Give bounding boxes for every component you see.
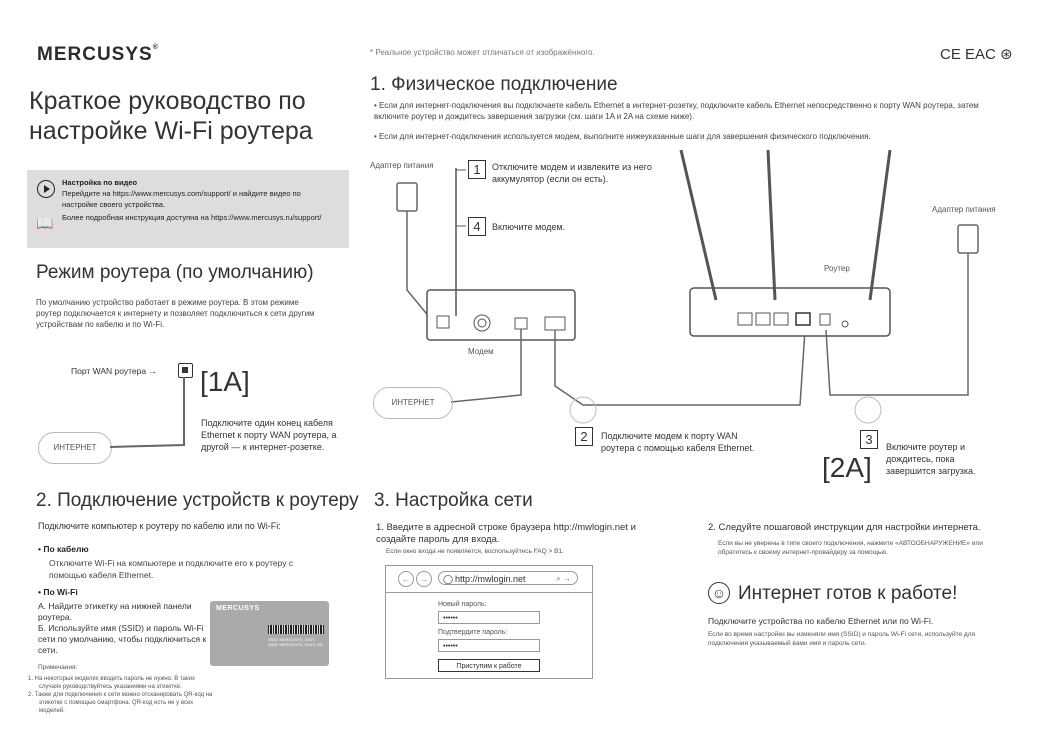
- router-device: [689, 287, 891, 337]
- connect-devices-heading: 2. Подключение устройств к роутеру: [36, 490, 359, 511]
- step-4-text: Включите модем.: [492, 222, 566, 232]
- notes-heading: Примечания:: [38, 664, 78, 671]
- go-icon: ⌕ →: [556, 574, 571, 583]
- globe-icon: ◯: [443, 574, 454, 584]
- internet-ready-text: Подключите устройства по кабелю Ethernet…: [708, 616, 934, 626]
- network-step-2-sub: Если вы не уверены в типе своего подключ…: [718, 540, 983, 556]
- wan-port-icon: [178, 363, 193, 378]
- step-1-number: 1: [468, 160, 486, 179]
- router-mode-heading: Режим роутера (по умолчанию): [36, 262, 314, 283]
- router-mode-text: По умолчанию устройство работает в режим…: [36, 298, 315, 329]
- forward-icon: →: [416, 571, 432, 587]
- smile-icon: ☺: [708, 582, 730, 604]
- page-title: Краткое руководство по настройке Wi-Fi р…: [29, 87, 313, 145]
- browser-mockup: ← → ◯ http://mwlogin.net ⌕ → Новый парол…: [385, 565, 593, 679]
- step-3-text: Включите роутер и дождитесь, пока заверш…: [886, 442, 976, 476]
- connect-intro: Подключите компьютер к роутеру по кабелю…: [38, 521, 281, 531]
- internet-cloud-icon: ИНТЕРНЕТ: [38, 432, 112, 464]
- router-label: Роутер: [824, 264, 850, 273]
- back-icon: ←: [398, 571, 414, 587]
- step-1a-label: [1A]: [200, 366, 250, 397]
- step-1a-text: Подключите один конец кабеля Ethernet к …: [201, 418, 337, 452]
- confirm-password-field[interactable]: ••••••: [438, 639, 540, 652]
- video-heading: Настройка по видео: [62, 178, 138, 187]
- step-2-number: 2: [575, 427, 593, 446]
- new-password-label: Новый пароль:: [438, 601, 487, 608]
- wifi-instructions: А. Найдите этикетку на нижней панели роу…: [38, 601, 207, 655]
- step-4-number: 4: [468, 217, 486, 236]
- cable-text: Отключите Wi-Fi на компьютере и подключи…: [49, 558, 294, 580]
- step-1-text: Отключите модем и извлеките из него акку…: [492, 162, 652, 184]
- physical-bullet-2: • Если для интернет-подключения использу…: [374, 132, 871, 141]
- video-info-box: [27, 170, 349, 248]
- new-password-field[interactable]: ••••••: [438, 611, 540, 624]
- certification-marks: CE EAC ⊛: [940, 46, 1013, 63]
- notes-list: 1. На некоторых моделях вводить пароль н…: [28, 676, 213, 714]
- brand-logo: MERCUSYS®: [37, 44, 159, 65]
- power-adapter-left: [396, 182, 418, 212]
- step-3-number: 3: [860, 430, 878, 449]
- wifi-heading: • По Wi-Fi: [38, 587, 78, 597]
- cable-heading: • По кабелю: [38, 544, 89, 554]
- internet-ready-heading: Интернет готов к работе!: [738, 583, 958, 604]
- physical-connection-heading: 1. Физическое подключение: [370, 74, 618, 95]
- network-step-1-sub: Если окно входа не появляется, воспользу…: [386, 548, 564, 555]
- step-2a-label: [2A]: [822, 452, 872, 483]
- barcode-icon: [268, 625, 324, 634]
- book-icon: 📖: [36, 215, 54, 231]
- wan-port-label: Порт WAN роутера →: [71, 366, 157, 376]
- power-adapter-right-label: Адаптер питания: [932, 205, 996, 214]
- start-button[interactable]: Приступим к работе: [438, 659, 540, 672]
- disclaimer: * Реальное устройство может отличаться о…: [370, 48, 595, 57]
- step-2-text: Подключите модем к порту WAN роутера с п…: [601, 431, 755, 453]
- network-step-1: 1. Введите в адресной строке браузера ht…: [376, 522, 636, 545]
- manual-text: Более подробная инструкция доступна на h…: [62, 213, 322, 222]
- physical-bullet-1: • Если для интернет-подключения вы подкл…: [374, 101, 979, 121]
- play-icon: [37, 180, 55, 198]
- power-adapter-left-label: Адаптер питания: [370, 161, 434, 170]
- confirm-password-label: Подтвердите пароль:: [438, 629, 508, 636]
- network-setup-heading: 3. Настройка сети: [374, 490, 533, 511]
- power-adapter-right: [957, 224, 979, 254]
- video-text: Перейдите на https://www.mercusys.com/su…: [62, 189, 301, 209]
- network-step-2: 2. Следуйте пошаговой инструкции для нас…: [708, 522, 981, 533]
- internet-ready-sub: Если во время настройки вы изменяли имя …: [708, 631, 976, 647]
- modem-label: Модем: [468, 347, 494, 356]
- address-bar[interactable]: ◯ http://mwlogin.net ⌕ →: [438, 571, 578, 585]
- internet-cloud-icon: ИНТЕРНЕТ: [373, 387, 453, 419]
- modem-device: [426, 289, 576, 341]
